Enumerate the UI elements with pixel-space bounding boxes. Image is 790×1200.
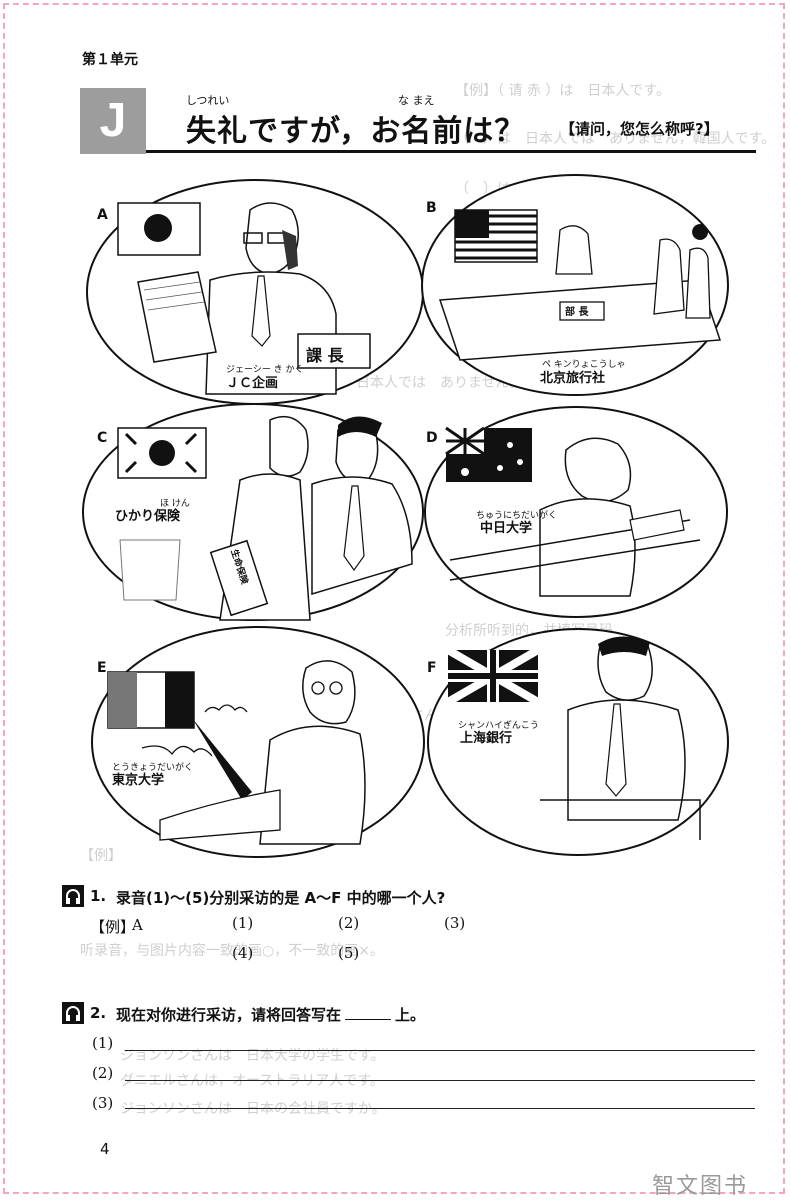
korea-flag-icon <box>117 427 207 479</box>
page-border <box>3 3 785 1194</box>
blank-underline <box>345 1005 392 1020</box>
ruby-shitsurei: しつれい <box>186 94 230 107</box>
headphones-icon <box>62 885 84 907</box>
scene-letter-d: D <box>426 430 438 446</box>
org-hikari-hoken: ひかり保険 <box>115 509 181 524</box>
unit-label: 第１单元 <box>82 52 138 68</box>
scene-letter-c: C <box>97 430 108 446</box>
exercise1-item-3: (3) <box>444 914 466 932</box>
ruby-jc: ジェーシー き かく <box>226 365 304 375</box>
watermark: 智文图书 <box>652 1174 749 1199</box>
org-shanghai-ginko: 上海銀行 <box>460 731 513 746</box>
sign-bucho: 部 長 <box>565 307 589 318</box>
ruby-tokyo: とうきょうだいがく <box>112 763 194 773</box>
scene-letter-e: E <box>97 660 107 676</box>
answer-line-1[interactable] <box>125 1050 755 1051</box>
ruby-chunichi: ちゅうにちだいがく <box>476 511 558 521</box>
org-jc-kikaku: ＪＣ企画 <box>226 376 279 391</box>
scene-f-panel <box>427 628 729 856</box>
org-chunichi-daigaku: 中日大学 <box>480 521 533 536</box>
italy-flag-icon <box>107 671 195 729</box>
exercise2-item-2: (2) <box>92 1064 114 1082</box>
exercise1-number: 1. <box>90 887 107 905</box>
ruby-namae: な まえ <box>398 94 435 107</box>
ruby-beijing: ペ キンりょこうしゃ <box>542 360 626 370</box>
exercise1-item-1: (1) <box>232 914 254 932</box>
org-beijing-ryokosha: 北京旅行社 <box>540 371 606 386</box>
scene-c-panel <box>82 403 424 621</box>
scene-letter-f: F <box>427 660 437 676</box>
title-rule <box>146 150 756 153</box>
lesson-title: 失礼ですが，お名前は？ <box>186 114 526 149</box>
ruby-shanghai: シャンハイぎんこう <box>458 721 539 731</box>
scene-letter-a: A <box>97 207 108 223</box>
exercise1-item-5: (5) <box>338 944 360 962</box>
scene-b-panel <box>421 174 729 396</box>
exercise2-prompt-before: 现在对你进行采访，请将回答写在 <box>116 1006 342 1024</box>
uk-flag-icon <box>445 646 541 706</box>
example-answer: A <box>132 916 143 934</box>
ruby-hoken: ほ けん <box>160 499 190 509</box>
scene-e-panel <box>91 626 425 858</box>
headphones-icon <box>62 1002 84 1024</box>
exercise2-prompt: 现在对你进行采访，请将回答写在 上。 <box>116 1004 425 1025</box>
exercise1-item-4: (4) <box>232 944 254 962</box>
australia-flag-icon <box>445 426 532 482</box>
scene-d-panel <box>424 406 728 618</box>
usa-flag-icon <box>454 209 538 263</box>
exercise2-prompt-after: 上。 <box>395 1006 426 1024</box>
example-label: 【例】 <box>90 918 136 936</box>
answer-line-2[interactable] <box>125 1080 755 1081</box>
sign-kacho: 課 長 <box>306 346 344 365</box>
answer-line-3[interactable] <box>125 1108 755 1109</box>
exercise2-item-1: (1) <box>92 1034 114 1052</box>
lesson-letter-badge: J <box>80 88 146 154</box>
exercise2-item-3: (3) <box>92 1094 114 1112</box>
lesson-subtitle: 【请问，您怎么称呼?】 <box>560 120 719 138</box>
exercise1-prompt: 录音(1)～(5)分别采访的是 A～F 中的哪一个人? <box>116 889 446 907</box>
exercise1-item-2: (2) <box>338 914 360 932</box>
scene-letter-b: B <box>426 200 437 216</box>
exercise2-number: 2. <box>90 1004 107 1022</box>
page-number: 4 <box>100 1140 110 1158</box>
org-tokyo-daigaku: 東京大学 <box>112 773 165 788</box>
